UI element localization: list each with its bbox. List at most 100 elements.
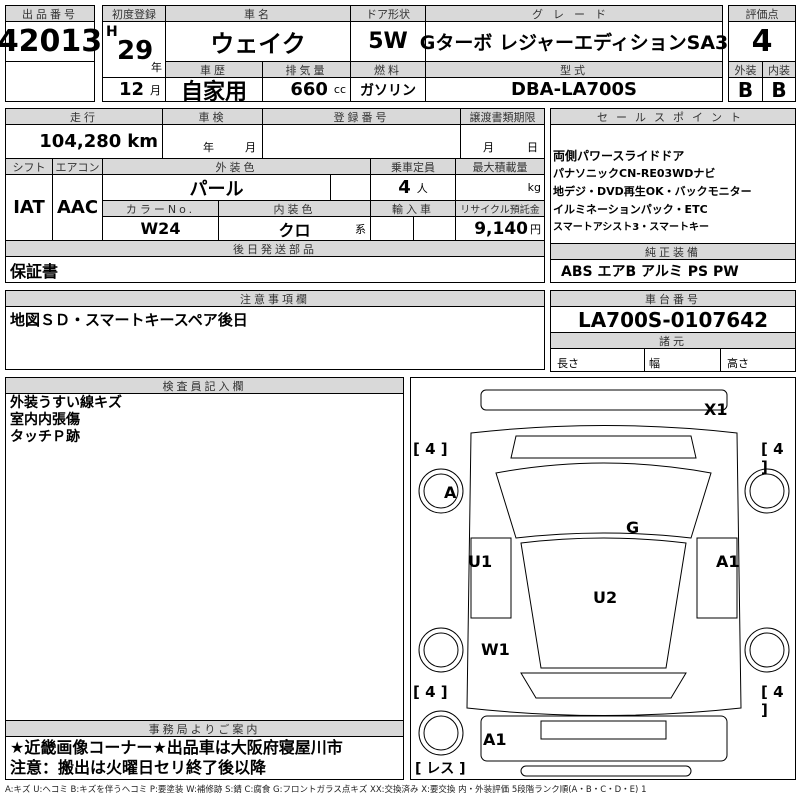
capacity-label: 乗車定員 (370, 158, 456, 175)
color-no: W24 (102, 216, 219, 241)
month-unit: 月 (150, 83, 161, 97)
mark-w1: W1 (481, 640, 510, 659)
spec-length: 長さ (550, 348, 645, 372)
car-outline-icon (418, 389, 790, 777)
legend: A:キズ U:ヘコミ B:キズを伴うヘコミ P:要塗装 W:補修跡 S:錆 C:… (5, 785, 647, 795)
inspector-label: 検査員記入欄 (5, 377, 404, 394)
tire-rr: [ 4 ] (761, 683, 784, 719)
import-label: 輸入車 (370, 200, 456, 217)
yen-unit: 円 (530, 222, 541, 236)
int-grade-label: 内装 (762, 61, 796, 78)
cc-unit: cc (333, 83, 346, 96)
lot-label: 出品番号 (5, 5, 95, 22)
notes: 地図ＳＤ・スマートキースペア後日 (5, 306, 545, 370)
first-reg-label: 初度登録 (102, 5, 166, 22)
first-reg-year-cell: H 29 年 (102, 21, 166, 78)
ac-label: エアコン (52, 158, 103, 175)
max-load-cell: kg (455, 174, 545, 201)
later-parts-label: 後日発送部品 (5, 240, 545, 257)
era: H (106, 24, 118, 40)
office-notes: ★近畿画像コーナー★出品車は大阪府寝屋川市 注意：搬出は火曜日セリ終了後以降 (5, 736, 404, 780)
car-name: ウェイク (165, 21, 351, 62)
sales-point: スマートアシスト3・スマートキー (553, 222, 709, 233)
mark-u2: U2 (593, 588, 618, 607)
sales-points: 両側パワースライドドア パナソニックCN-RE03WDナビ 地デジ・DVD再生O… (550, 124, 796, 244)
ext-grade-label: 外装 (728, 61, 763, 78)
office-label: 事務局よりご案内 (5, 720, 404, 737)
lot-number: 42013 (0, 21, 102, 62)
inspector-notes: 外装うすい線キズ 室内内張傷 タッチＰ跡 (5, 393, 404, 721)
grade: Gターボ レジャーエディションSA3 (420, 21, 728, 62)
registration-label: 登録番号 (262, 108, 461, 125)
mark-u1: U1 (468, 552, 493, 571)
displacement-label: 排気量 (262, 61, 351, 78)
sales-point: 両側パワースライドドア (553, 149, 685, 163)
fuel-label: 燃料 (350, 61, 426, 78)
shift: IAT (5, 174, 53, 241)
grade-label: グレード (425, 5, 723, 22)
capacity-unit: 人 (416, 181, 428, 195)
transfer-day-unit: 日 (527, 141, 538, 154)
model-label: 型式 (425, 61, 723, 78)
recycle: 9,140 (474, 218, 528, 239)
tire-fl: [ 4 ] (413, 440, 448, 458)
damage-diagram: X1 [ 4 ] [ 4 ] A G U1 A1 U2 W1 [ 4 ] [ 4… (410, 377, 796, 780)
inspection-year-unit: 年 (203, 141, 214, 154)
capacity: 4 (398, 177, 411, 198)
lot-blank (5, 61, 95, 102)
history: 自家用 (165, 77, 263, 105)
chassis-number: LA700S-0107642 (550, 306, 796, 333)
tire-fr: [ 4 ] (761, 440, 784, 476)
inspector-line: タッチＰ跡 (10, 429, 80, 445)
mark-a1-right: A1 (716, 552, 740, 571)
int-color-cell: クロ 系 (218, 216, 371, 241)
int-color: クロ (278, 220, 311, 240)
registration-number (262, 124, 461, 159)
transfer-label: 譲渡書類期限 (460, 108, 545, 125)
color-no-label: カラーNo. (102, 200, 219, 217)
km-unit: km (127, 131, 158, 152)
ext-grade: B (728, 77, 763, 102)
spec-height: 高さ (720, 348, 796, 372)
tire-rl: [ 4 ] (413, 683, 448, 701)
reg-year: 29 (117, 36, 154, 66)
chassis-label: 車台番号 (550, 290, 796, 307)
year-unit: 年 (151, 61, 162, 74)
mileage: 104,280 (39, 131, 122, 152)
mark-a-front: A (444, 483, 457, 502)
mark-a1-rear: A1 (483, 730, 507, 749)
spec-width: 幅 (644, 348, 721, 372)
inspection-month-unit: 月 (245, 141, 256, 154)
equipment-label: 純正装備 (550, 243, 796, 260)
score-label: 評価点 (728, 5, 796, 22)
mileage-label: 走行 (5, 108, 163, 125)
model: DBA-LA700S (425, 77, 723, 102)
later-parts: 保証書 (5, 256, 545, 283)
max-load-label: 最大積載量 (455, 158, 545, 175)
inspector-line: 外装うすい線キズ (10, 395, 122, 411)
sales-points-label: セールスポイント (550, 108, 796, 125)
ext-color-label: 外装色 (102, 158, 371, 175)
door: 5W (350, 21, 426, 62)
ext-color: パール (102, 174, 331, 201)
notes-label: 注意事項欄 (5, 290, 545, 307)
transfer-month-unit: 月 (483, 141, 494, 154)
ext-color-extra (330, 174, 371, 201)
recycle-label: リサイクル預託金 (455, 200, 545, 217)
int-color-unit: 系 (355, 222, 366, 236)
inspector-line: 室内内張傷 (10, 412, 80, 428)
int-grade: B (762, 77, 796, 102)
mark-x1: X1 (704, 400, 728, 419)
score: 4 (728, 21, 796, 62)
sales-point: イルミネーションパック・ETC (553, 203, 708, 216)
displacement: 660 (290, 79, 328, 100)
int-color-label: 内装色 (218, 200, 371, 217)
office-line: 注意：搬出は火曜日セリ終了後以降 (10, 758, 267, 777)
inspection-cell: 年月 (162, 124, 263, 159)
specs-label: 諸元 (550, 332, 796, 349)
shift-label: シフト (5, 158, 53, 175)
transfer-cell: 月日 (460, 124, 545, 159)
